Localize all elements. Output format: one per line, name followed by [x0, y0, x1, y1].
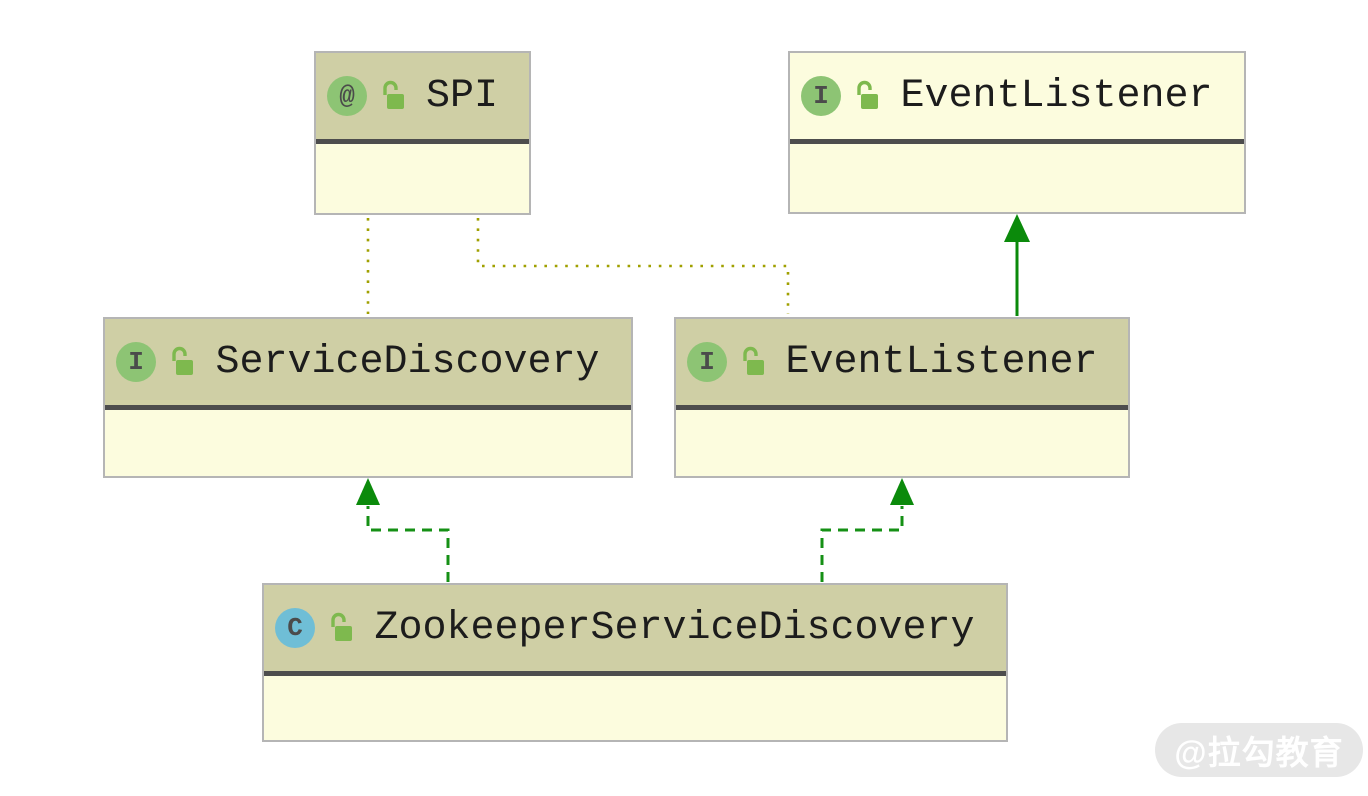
open-lock-icon [329, 612, 353, 644]
class-node-servicediscovery[interactable]: I ServiceDiscovery [103, 317, 633, 478]
open-lock-icon [741, 346, 765, 378]
node-body [676, 410, 1128, 476]
node-header: I EventListener [790, 53, 1244, 139]
class-name-label: ServiceDiscovery [215, 339, 600, 385]
edge-implements-eventlistener-arrowhead [890, 478, 914, 505]
node-header: C ZookeeperServiceDiscovery [264, 585, 1006, 671]
interface-icon: I [687, 342, 727, 382]
node-divider [316, 139, 529, 144]
interface-icon: I [801, 76, 841, 116]
class-name-label: EventListener [785, 339, 1098, 385]
node-body [790, 144, 1244, 212]
node-header: I EventListener [676, 319, 1128, 405]
watermark-badge: @拉勾教育 [1155, 723, 1363, 777]
edge-implements-servicediscovery-arrowhead [356, 478, 380, 505]
node-body [316, 144, 529, 213]
edge-dotted-spi-eventlistener [476, 218, 790, 314]
interface-icon: I [116, 342, 156, 382]
node-header: @ SPI [316, 53, 529, 139]
node-divider [105, 405, 631, 410]
class-icon: C [275, 608, 315, 648]
annotation-icon: @ [327, 76, 367, 116]
class-node-zookeeperservicediscovery[interactable]: C ZookeeperServiceDiscovery [262, 583, 1008, 742]
edge-extends-arrowhead [1004, 214, 1030, 242]
class-node-eventlistener-top[interactable]: I EventListener [788, 51, 1246, 214]
class-node-eventlistener-mid[interactable]: I EventListener [674, 317, 1130, 478]
edge-implements-eventlistener [820, 506, 904, 582]
node-body [264, 676, 1006, 740]
open-lock-icon [170, 346, 194, 378]
node-body [105, 410, 631, 476]
class-name-label: SPI [425, 73, 498, 119]
edge-implements-servicediscovery [366, 506, 450, 582]
class-name-label: ZookeeperServiceDiscovery [374, 605, 975, 651]
class-name-label: EventListener [900, 73, 1213, 119]
open-lock-icon [381, 80, 405, 112]
node-divider [790, 139, 1244, 144]
node-divider [676, 405, 1128, 410]
class-node-spi[interactable]: @ SPI [314, 51, 531, 215]
watermark-text: @拉勾教育 [1174, 734, 1344, 771]
node-divider [264, 671, 1006, 676]
node-header: I ServiceDiscovery [105, 319, 631, 405]
open-lock-icon [855, 80, 879, 112]
